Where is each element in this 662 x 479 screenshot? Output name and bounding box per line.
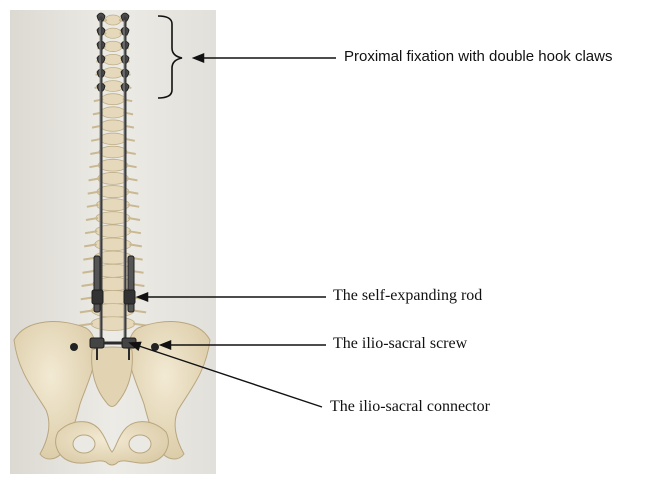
vertebra — [105, 15, 121, 25]
vertebra — [103, 54, 123, 64]
vertebra — [91, 317, 135, 331]
label-self-expanding-rod: The self-expanding rod — [333, 287, 482, 305]
vertebra — [99, 146, 127, 158]
vertebra — [100, 120, 126, 131]
vertebra — [98, 159, 127, 171]
iliosacral-screw-left — [70, 343, 78, 351]
label-iliosacral-screw: The ilio-sacral screw — [333, 335, 467, 353]
label-proximal-fixation: Proximal fixation with double hook claws — [344, 48, 612, 65]
vertebra — [103, 67, 124, 78]
vertebra — [101, 107, 126, 118]
vertebra — [104, 41, 122, 51]
vertebra — [100, 133, 127, 144]
label-iliosacral-connector: The ilio-sacral connector — [330, 398, 490, 416]
vertebra — [101, 94, 124, 105]
vertebra — [104, 28, 121, 38]
